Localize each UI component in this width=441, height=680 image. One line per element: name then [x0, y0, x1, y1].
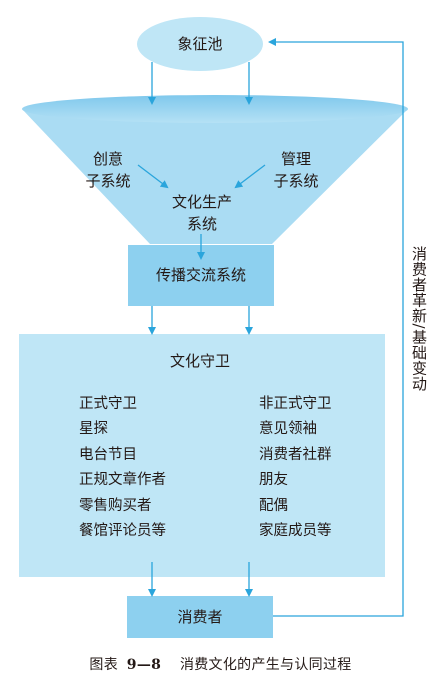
- management-subsystem-line2: 子系统: [273, 172, 319, 190]
- gatekeepers-box: [19, 334, 385, 577]
- list-item: 餐馆评论员等: [79, 523, 166, 540]
- figure-caption: 图表 9—8 消费文化的产生与认同过程: [0, 654, 441, 674]
- communication-system-label: 传播交流系统: [155, 266, 246, 284]
- list-item: 电台节目: [79, 446, 137, 463]
- arrow-management-to-production: [234, 164, 266, 189]
- caption-text: 消费文化的产生与认同过程: [179, 657, 352, 673]
- list-item: 正式守卫: [79, 396, 137, 412]
- list-item: 配偶: [259, 497, 288, 514]
- symbol-pool-ellipse: [137, 17, 263, 71]
- feedback-loop-line: [268, 38, 404, 617]
- cultural-production-line2: 系统: [186, 215, 217, 233]
- management-subsystem-line1: 管理: [280, 150, 311, 168]
- list-item: 消费者社群: [259, 446, 332, 463]
- list-item: 星探: [79, 421, 108, 438]
- consumer-box: [127, 596, 273, 638]
- management-subsystem-label: 管理 子系统: [260, 148, 332, 192]
- list-item: 零售购买者: [79, 497, 152, 514]
- list-item: 非正式守卫: [259, 396, 332, 412]
- cultural-production-label: 文化生产 系统: [160, 191, 244, 235]
- cultural-production-line1: 文化生产: [171, 193, 232, 211]
- gatekeepers-title: 文化守卫: [169, 352, 230, 370]
- list-item: 朋友: [259, 472, 288, 489]
- symbol-pool-label: 象征池: [177, 35, 223, 53]
- funnel-rim: [22, 95, 408, 123]
- creative-subsystem-line2: 子系统: [85, 172, 131, 190]
- list-item: 家庭成员等: [259, 523, 332, 540]
- list-item: 意见领袖: [259, 421, 317, 438]
- creative-subsystem-label: 创意 子系统: [72, 148, 144, 192]
- funnel-body: [22, 109, 408, 244]
- caption-number: 9—8: [126, 657, 162, 673]
- creative-subsystem-line1: 创意: [92, 150, 123, 168]
- list-item: 正规文章作者: [79, 472, 166, 489]
- arrow-creative-to-production: [137, 164, 169, 189]
- feedback-label: 消费者革新/基础变动: [410, 246, 428, 392]
- consumer-label: 消费者: [177, 608, 223, 626]
- informal-gatekeepers-list: 非正式守卫 意见领袖 消费者社群 朋友 配偶 家庭成员等: [259, 392, 332, 544]
- formal-gatekeepers-list: 正式守卫 星探 电台节目 正规文章作者 零售购买者 餐馆评论员等: [79, 392, 166, 544]
- caption-prefix: 图表: [89, 657, 119, 673]
